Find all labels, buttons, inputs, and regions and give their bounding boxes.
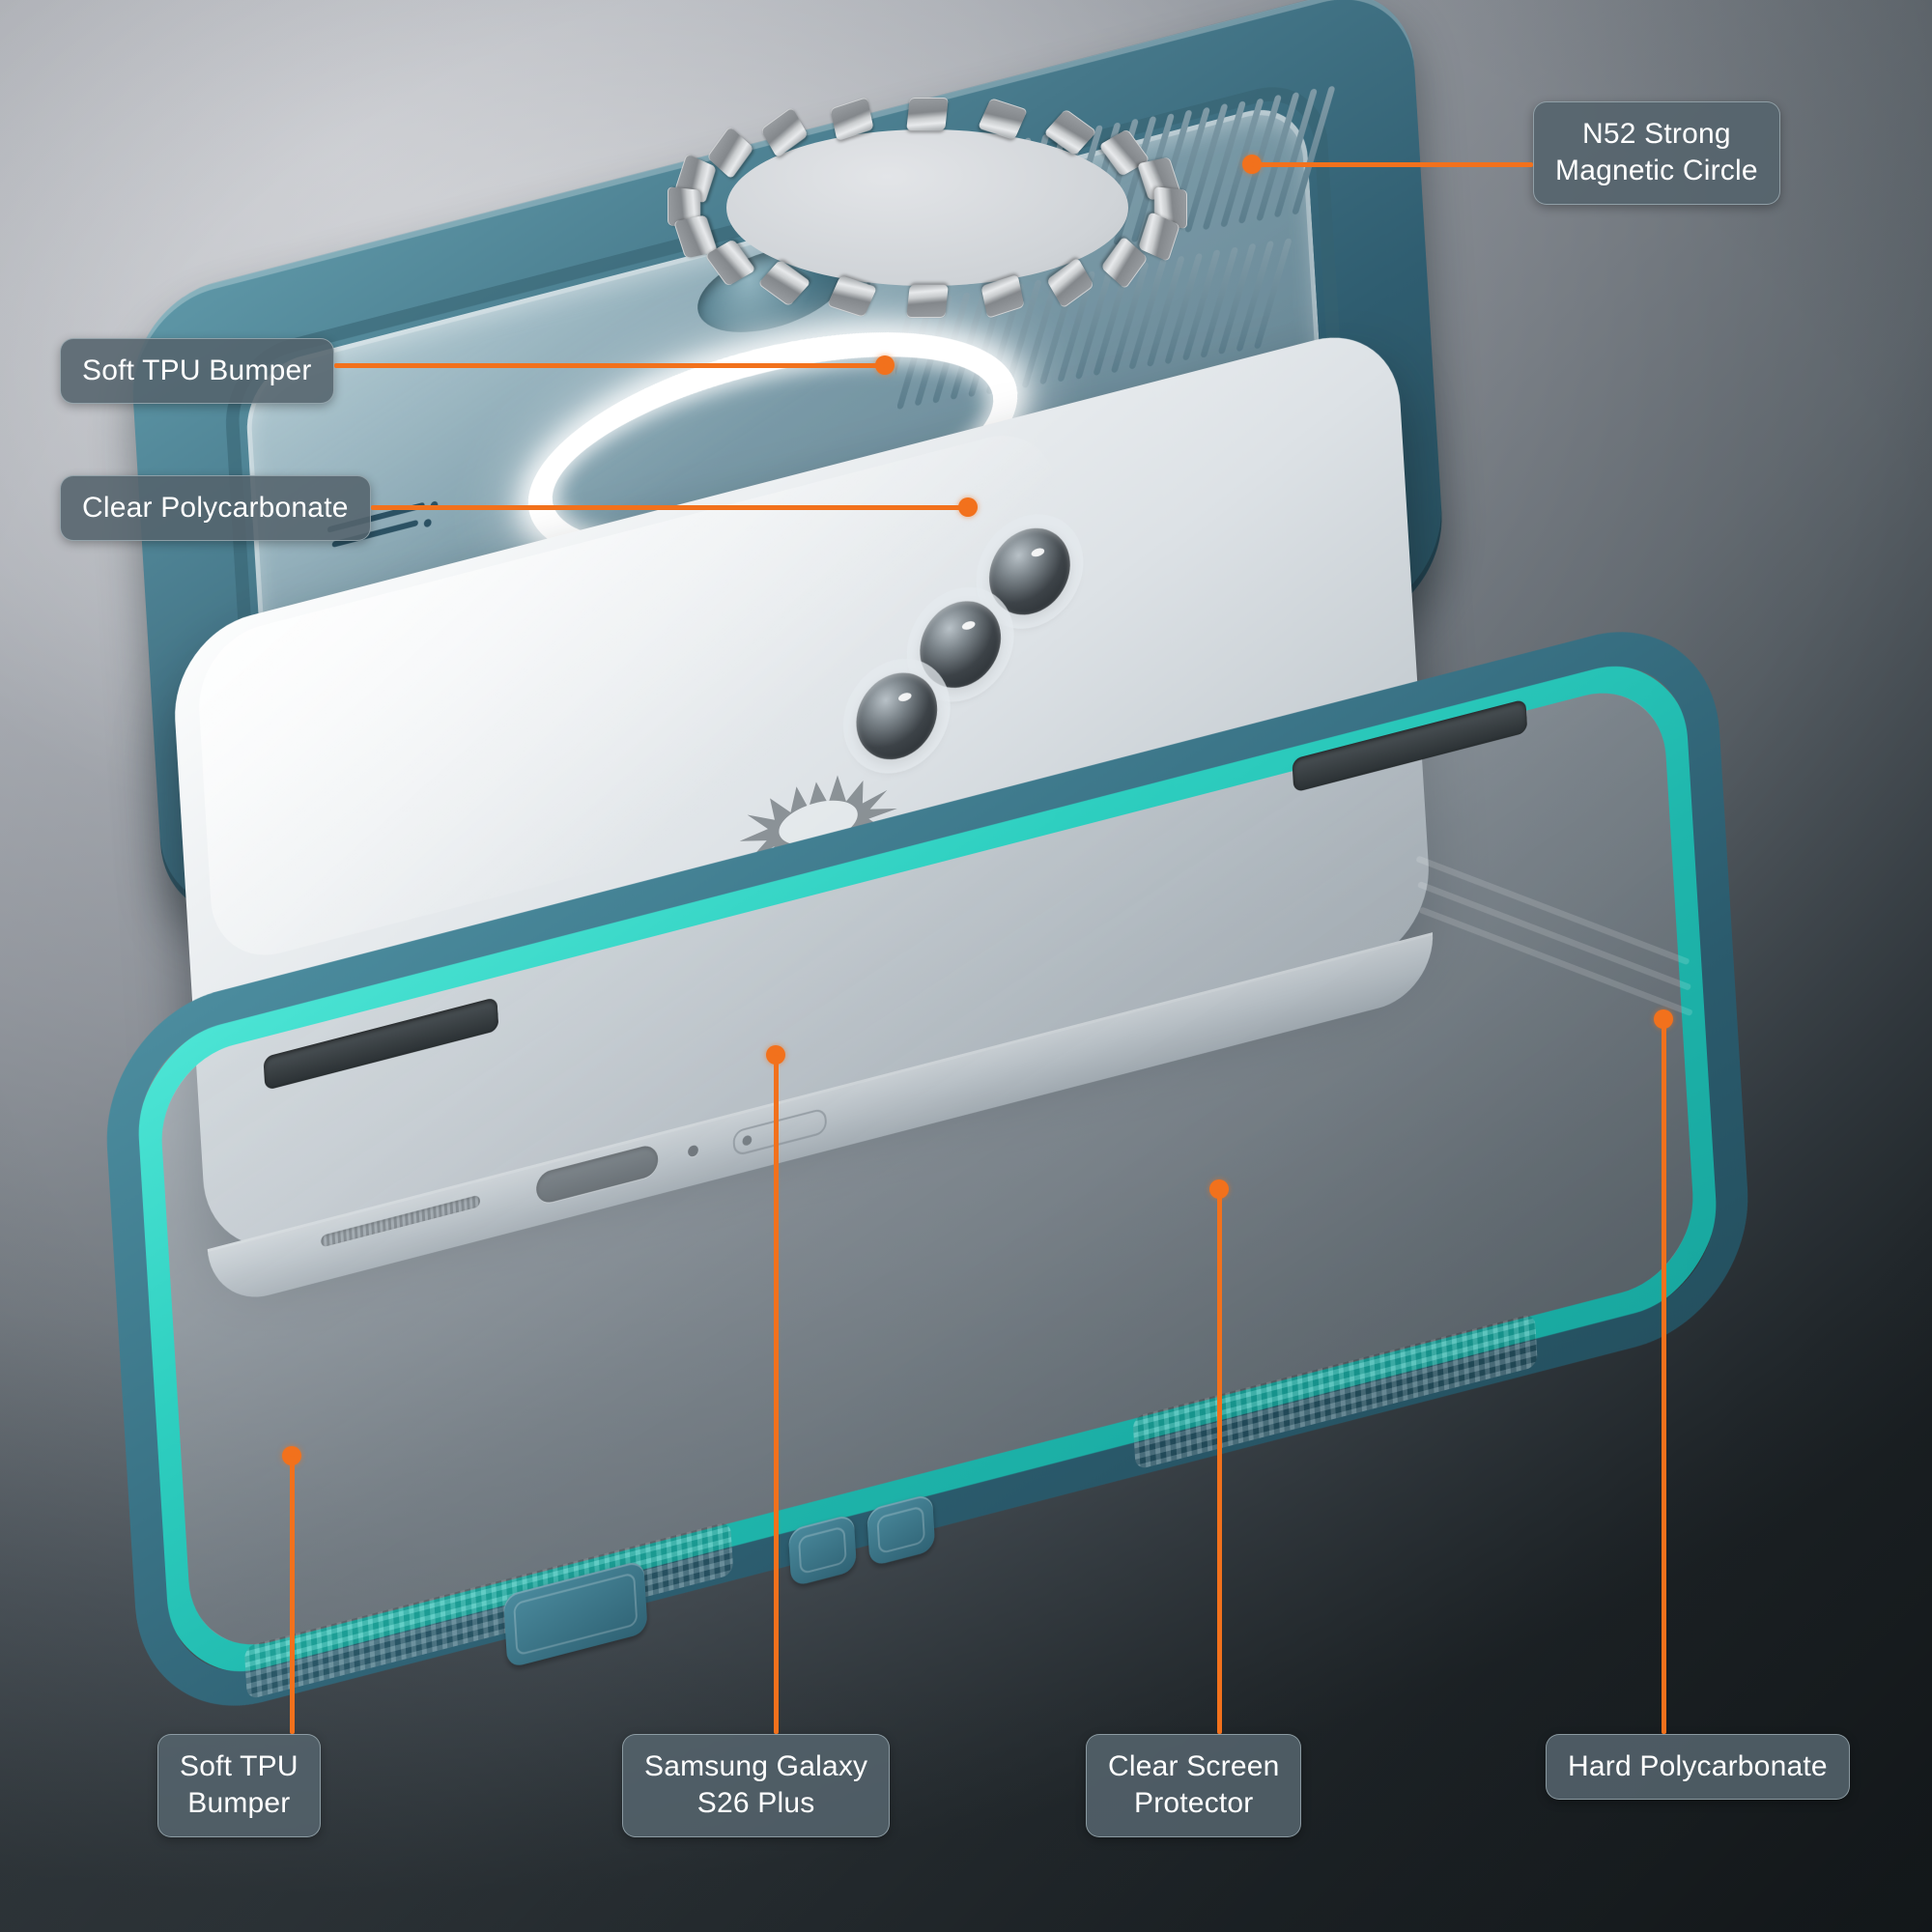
callout-leader-n52-strong-magnetic-circle (1252, 162, 1533, 167)
callout-label-samsung-galaxy-s26-plus: Samsung Galaxy S26 Plus (622, 1734, 891, 1837)
camera-lens-2 (917, 592, 1004, 697)
callout-leader-soft-tpu-bumper-top (334, 363, 885, 368)
callout-label-clear-screen-protector: Clear Screen Protector (1086, 1734, 1302, 1837)
magnet-segment (906, 285, 949, 318)
callout-leader-soft-tpu-bumper-bottom (290, 1456, 295, 1734)
n52-magnetic-ring (638, 87, 1217, 328)
callout-leader-samsung-galaxy-s26-plus (774, 1055, 779, 1734)
callout-label-n52-strong-magnetic-circle: N52 Strong Magnetic Circle (1533, 101, 1780, 205)
callout-leader-clear-polycarbonate (371, 505, 968, 510)
callout-label-clear-polycarbonate: Clear Polycarbonate (60, 475, 371, 542)
magnet-ring-inner-hole (726, 129, 1128, 286)
callout-leader-hard-polycarbonate (1662, 1019, 1666, 1734)
callout-anchor-clear-polycarbonate (958, 497, 978, 517)
callout-anchor-soft-tpu-bumper-top (875, 355, 895, 375)
magnet-segment (906, 98, 949, 130)
callout-leader-clear-screen-protector (1217, 1189, 1222, 1734)
callout-label-soft-tpu-bumper-bottom: Soft TPU Bumper (157, 1734, 321, 1837)
callout-label-hard-polycarbonate: Hard Polycarbonate (1546, 1734, 1850, 1801)
callout-label-soft-tpu-bumper-top: Soft TPU Bumper (60, 338, 334, 405)
